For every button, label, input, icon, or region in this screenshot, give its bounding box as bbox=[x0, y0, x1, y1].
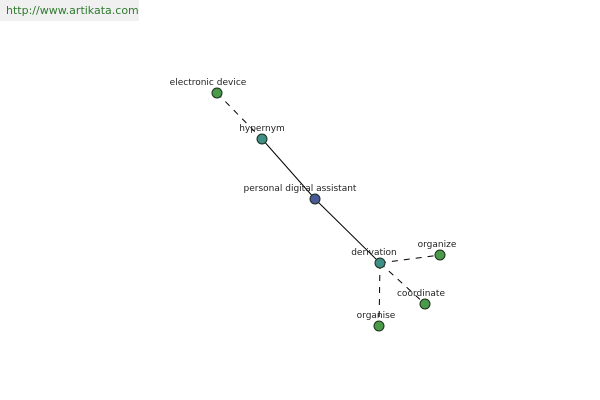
node-hypernym[interactable] bbox=[256, 133, 268, 145]
node-label-personal-digital-assistant[interactable]: personal digital assistant bbox=[244, 184, 357, 194]
edge-derivation-to-organize bbox=[379, 254, 441, 264]
edge-derivation-to-coordinate bbox=[379, 262, 426, 305]
node-derivation[interactable] bbox=[374, 257, 386, 269]
node-label-derivation[interactable]: derivation bbox=[351, 248, 397, 258]
node-organise[interactable] bbox=[373, 320, 385, 332]
edge-hypernym-to-personal-digital-assistant bbox=[261, 138, 316, 200]
node-organize[interactable] bbox=[434, 249, 446, 261]
node-coordinate[interactable] bbox=[419, 298, 431, 310]
edge-derivation-to-organise bbox=[378, 262, 381, 327]
edges-layer bbox=[216, 92, 441, 327]
edge-personal-digital-assistant-to-derivation bbox=[314, 198, 381, 264]
site-banner: http://www.artikata.com bbox=[0, 0, 139, 21]
nodes-layer bbox=[211, 87, 446, 332]
node-label-hypernym[interactable]: hypernym bbox=[239, 124, 285, 134]
node-personal-digital-assistant[interactable] bbox=[309, 193, 321, 205]
edge-electronic-device-to-hypernym bbox=[216, 92, 263, 140]
site-link[interactable]: http://www.artikata.com bbox=[6, 4, 139, 17]
labels-layer: electronic device hypernym personal digita… bbox=[170, 78, 457, 321]
node-label-organise[interactable]: organise bbox=[357, 311, 396, 321]
node-electronic-device[interactable] bbox=[211, 87, 223, 99]
node-label-electronic-device[interactable]: electronic device bbox=[170, 78, 247, 88]
node-label-coordinate[interactable]: coordinate bbox=[397, 289, 445, 299]
node-label-organize[interactable]: organize bbox=[418, 240, 457, 250]
